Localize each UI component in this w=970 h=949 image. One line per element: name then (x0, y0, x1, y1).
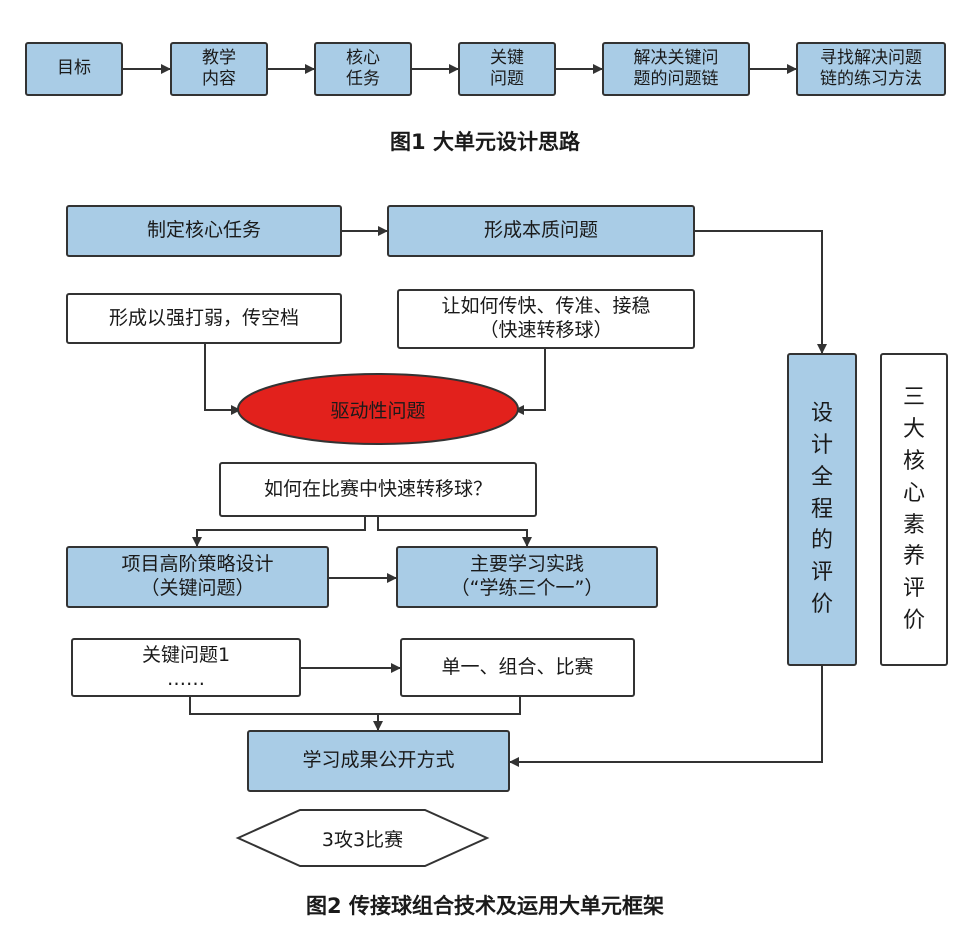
fig1-step-label-line: 教学 (202, 47, 236, 68)
main-practice-line1: 主要学习实践 (469, 553, 584, 576)
fig1-step-question-chain: 解决关键问题的问题链 (602, 42, 750, 96)
arrow-left-sub-to-oval (204, 344, 241, 415)
key-question-line1: 关键问题1 (141, 643, 231, 666)
strategy-design-line2: （关键问题） (140, 577, 255, 599)
fig1-step-label-line: 寻找解决问题 (820, 47, 922, 68)
match-format-label: 3攻3比赛 (321, 828, 404, 851)
whole-process-eval-box: 设计全程的评价 (787, 353, 857, 666)
fig1-step-core-task: 核心任务 (314, 42, 412, 96)
core-task-box: 制定核心任务 (66, 205, 342, 257)
vertical-char: 素 (902, 512, 925, 538)
fig1-step-practice-methods: 寻找解决问题链的练习方法 (796, 42, 946, 96)
sub-question-right-box: 让如何传快、传准、接稳 （快速转移球） (397, 289, 695, 349)
fig1-step-label-line: 目标 (57, 58, 91, 79)
arrow-eval-to-outcome (509, 666, 823, 767)
vertical-char: 价 (902, 608, 925, 634)
strategy-design-box: 项目高阶策略设计 （关键问题） (66, 546, 329, 608)
fig1-step-label-line: 链的练习方法 (820, 69, 922, 89)
arrow-essential-to-eval (695, 230, 827, 354)
vertical-char: 设 (810, 400, 833, 426)
vertical-char: 价 (810, 592, 833, 618)
arrow-right-sub-to-oval (514, 349, 546, 415)
fig1-step-label-line: 关键 (490, 47, 524, 68)
figure2-caption: 图2 传接球组合技术及运用大单元框架 (306, 894, 664, 918)
vertical-char: 养 (902, 544, 925, 570)
vertical-char: 全 (810, 464, 833, 490)
sub-question-right-line2: （快速转移球） (479, 319, 613, 341)
fig1-step-label-line: 解决关键问 (633, 47, 719, 68)
vertical-char: 计 (810, 432, 833, 458)
vertical-char: 大 (902, 416, 925, 442)
fig1-step-goal: 目标 (25, 42, 123, 96)
main-practice-line2: （“学练三个一”） (450, 577, 604, 599)
fig1-step-label-line: 题的问题链 (633, 69, 719, 89)
figure1-caption: 图1 大单元设计思路 (390, 130, 580, 154)
vertical-char: 程 (810, 496, 833, 522)
match-format-diamond (235, 809, 490, 867)
main-practice-box: 主要学习实践 （“学练三个一”） (396, 546, 658, 608)
vertical-char: 三 (902, 384, 925, 410)
fig1-step-label-line: 任务 (346, 69, 380, 89)
arrow-guiding-to-strategy (192, 517, 366, 547)
vertical-char: 评 (902, 576, 925, 602)
strategy-design-line1: 项目高阶策略设计 (121, 553, 274, 576)
key-question-box: 关键问题1 …… (71, 638, 301, 697)
vertical-char: 的 (810, 528, 833, 554)
driving-question-oval (237, 373, 519, 445)
fig1-step-key-question: 关键问题 (458, 42, 556, 96)
key-question-line2: …… (167, 667, 205, 690)
outcome-display-box: 学习成果公开方式 (247, 730, 510, 792)
fig1-step-label-line: 问题 (490, 69, 524, 89)
driving-question-label: 驱动性问题 (330, 399, 426, 422)
bracket-merge (189, 697, 521, 715)
sub-question-left-box: 形成以强打弱，传空档 (66, 293, 342, 344)
vertical-char: 心 (902, 480, 925, 506)
guiding-question-box: 如何在比赛中快速转移球？ (219, 462, 537, 517)
vertical-char: 评 (810, 560, 833, 586)
fig1-step-label-line: 核心 (346, 47, 380, 68)
practice-modes-box: 单一、组合、比赛 (400, 638, 635, 697)
whole-process-eval-text: 设计全程的评价 (811, 398, 833, 621)
arrow-guiding-to-practice (377, 517, 532, 547)
essential-question-box: 形成本质问题 (387, 205, 695, 257)
sub-question-right-line1: 让如何传快、传准、接稳 (441, 295, 651, 318)
core-literacy-eval-text: 三大核心素养评价 (903, 382, 925, 637)
fig1-step-content: 教学内容 (170, 42, 268, 96)
vertical-char: 核 (902, 448, 925, 474)
fig1-step-label-line: 内容 (202, 69, 236, 89)
core-literacy-eval-box: 三大核心素养评价 (880, 353, 948, 666)
